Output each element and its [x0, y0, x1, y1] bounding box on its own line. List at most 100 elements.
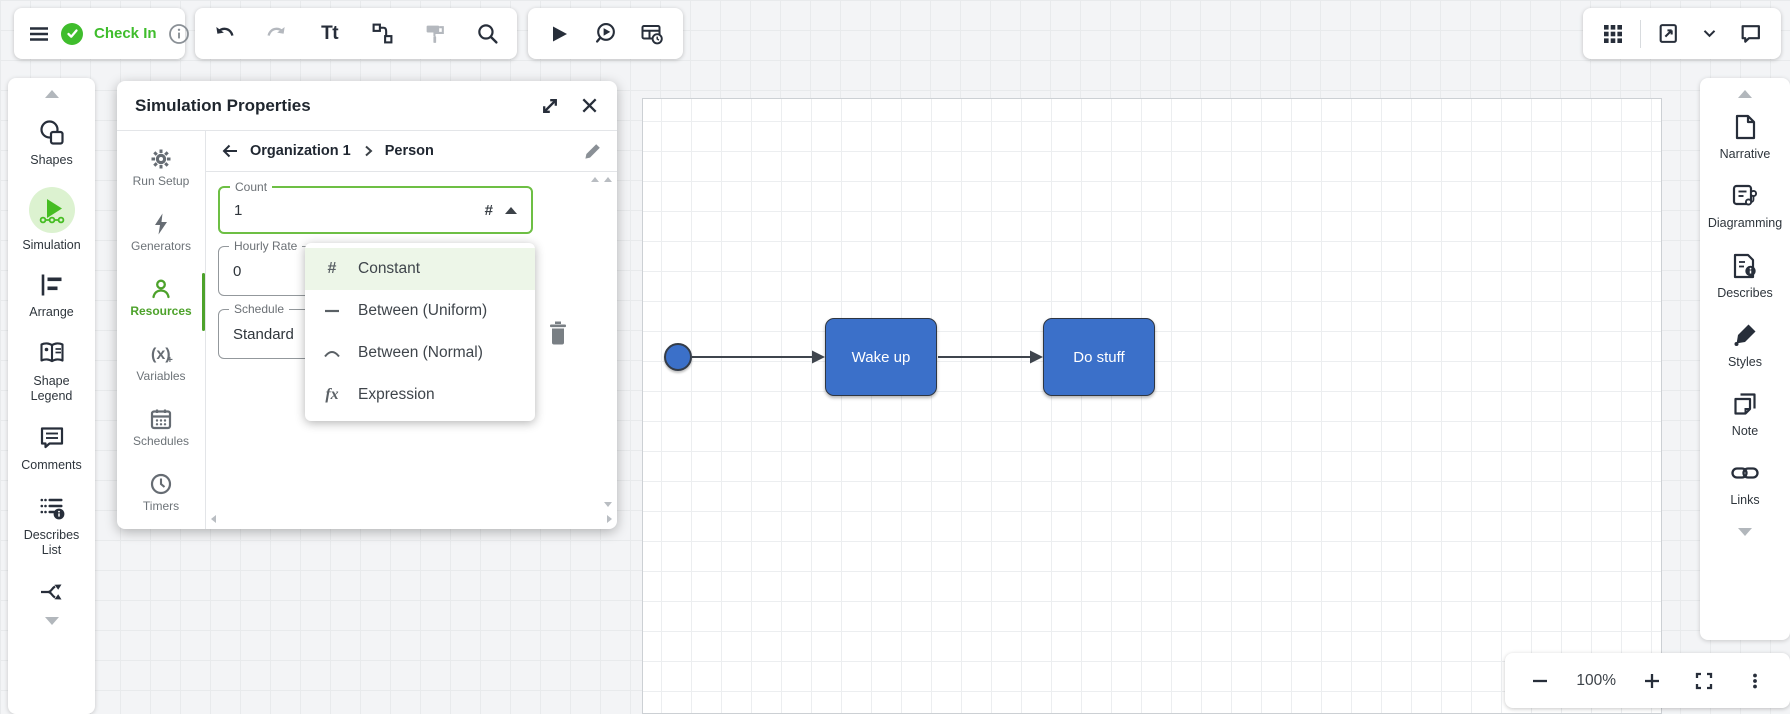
count-field-value[interactable]: 1	[234, 201, 243, 219]
sidebar-item-arrange[interactable]: Arrange	[8, 270, 95, 320]
dropdown-option-label: Constant	[358, 260, 421, 277]
nav-item-label: Timers	[142, 499, 180, 513]
scroll-down-icon[interactable]	[1738, 527, 1752, 536]
sidebar-item-note[interactable]: Note	[1700, 389, 1790, 439]
sidebar-item-narrative[interactable]: Narrative	[1700, 112, 1790, 162]
arrange-icon	[38, 270, 66, 300]
count-field-label: Count	[230, 180, 273, 194]
zoom-in-icon[interactable]	[1637, 666, 1667, 696]
dropdown-option-expression[interactable]: fx Expression	[305, 374, 535, 416]
dropdown-option-between-normal[interactable]: Between (Normal)	[305, 332, 535, 374]
schedule-field-value[interactable]: Standard	[233, 325, 294, 343]
scroll-up-icon[interactable]	[1738, 90, 1752, 98]
edit-pencil-icon[interactable]	[583, 141, 603, 161]
schedule-field-label: Schedule	[229, 302, 290, 316]
dropdown-option-between-uniform[interactable]: Between (Uniform)	[305, 290, 535, 332]
describes-list-icon	[38, 493, 66, 523]
narrative-icon	[1731, 112, 1759, 142]
breadcrumb: Organization 1 Person	[206, 131, 617, 172]
nav-item-generators[interactable]: Generators	[131, 212, 191, 253]
preview-simulation-icon[interactable]	[591, 19, 621, 49]
person-icon	[149, 277, 173, 301]
lightning-icon	[150, 212, 172, 236]
process-node[interactable]: Do stuff	[1043, 318, 1155, 396]
nav-item-variables[interactable]: (x)+ Variables	[136, 342, 185, 383]
hourly-rate-field-value[interactable]: 0	[233, 262, 242, 280]
breadcrumb-parent[interactable]: Organization 1	[250, 143, 351, 159]
sidebar-item-comments[interactable]: Comments	[8, 423, 95, 473]
hourly-rate-field-label: Hourly Rate	[229, 239, 303, 253]
info-icon[interactable]	[168, 19, 190, 49]
edit-tools-card: Tt	[195, 8, 517, 59]
expand-dialog-icon[interactable]	[540, 96, 560, 116]
fx-icon: fx	[325, 386, 339, 403]
sidebar-item-shapes[interactable]: Shapes	[8, 118, 95, 168]
sidebar-item-branch[interactable]	[8, 577, 95, 607]
nav-item-resources[interactable]: Resources	[130, 277, 192, 318]
redo-icon[interactable]	[262, 19, 292, 49]
sidebar-item-label: Note	[1731, 424, 1759, 438]
scroll-up-icon[interactable]	[44, 90, 59, 98]
scroll-down-icon[interactable]	[604, 502, 612, 507]
chat-icon[interactable]	[1737, 19, 1765, 49]
main-menu-card: Check In	[14, 8, 189, 59]
zoom-level[interactable]: 100%	[1576, 671, 1616, 689]
sidebar-item-links[interactable]: Links	[1700, 458, 1790, 508]
toolbar-divider	[1640, 19, 1642, 48]
run-simulation-icon[interactable]	[544, 19, 574, 49]
fit-to-screen-icon[interactable]	[1689, 666, 1719, 696]
text-tool-icon[interactable]: Tt	[321, 22, 339, 44]
variables-icon: (x)+	[148, 342, 174, 366]
back-arrow-icon[interactable]	[220, 141, 240, 161]
sidebar-item-shape-legend[interactable]: Shape Legend	[8, 339, 95, 405]
scroll-up-icon[interactable]	[604, 177, 612, 182]
dropdown-option-label: Between (Normal)	[358, 344, 483, 361]
app-grid-icon[interactable]	[1599, 19, 1627, 49]
sidebar-item-label: Shape Legend	[30, 373, 73, 403]
chevron-down-icon[interactable]	[1695, 19, 1723, 49]
dropdown-option-constant[interactable]: # Constant	[305, 248, 535, 290]
close-dialog-icon[interactable]	[580, 96, 599, 115]
scroll-down-icon[interactable]	[44, 617, 59, 625]
sidebar-item-styles[interactable]: Styles	[1700, 320, 1790, 370]
nav-item-run-setup[interactable]: Run Setup	[133, 147, 189, 188]
sidebar-item-label: Diagramming	[1707, 216, 1783, 231]
nav-item-timers[interactable]: Timers	[143, 472, 179, 513]
sidebar-item-describes-list[interactable]: Describes List	[8, 493, 95, 559]
connector-tool-icon[interactable]	[367, 19, 397, 49]
scroll-right-icon[interactable]	[607, 515, 612, 523]
format-painter-icon[interactable]	[420, 19, 450, 49]
count-field[interactable]: Count 1 #	[218, 180, 533, 234]
sidebar-item-simulation[interactable]: Simulation	[8, 187, 95, 253]
dialog-title: Simulation Properties	[135, 95, 311, 115]
search-icon[interactable]	[473, 19, 503, 49]
left-sidebar: Shapes Simulation Arrange Shape Legend C	[8, 78, 95, 714]
scroll-up-icon[interactable]	[591, 177, 599, 182]
scroll-left-icon[interactable]	[211, 515, 216, 523]
process-node[interactable]: Wake up	[825, 318, 937, 396]
normal-curve-icon	[321, 344, 343, 362]
canvas-page[interactable]	[642, 98, 1662, 714]
nav-item-schedules[interactable]: Schedules	[133, 407, 189, 448]
node-label: Wake up	[851, 348, 911, 366]
delete-resource-icon[interactable]	[546, 320, 570, 346]
sidebar-item-describes[interactable]: Describes	[1700, 251, 1790, 301]
svg-text:(x): (x)	[151, 346, 171, 363]
hamburger-menu-icon[interactable]	[28, 19, 50, 49]
note-icon	[1731, 389, 1759, 419]
shape-legend-icon	[37, 339, 67, 369]
dropdown-caret-icon[interactable]	[505, 206, 517, 214]
sidebar-item-diagramming[interactable]: Diagramming	[1700, 181, 1790, 231]
more-options-icon[interactable]	[1740, 666, 1770, 696]
share-document-icon[interactable]	[1654, 19, 1682, 49]
clock-icon	[149, 472, 173, 496]
links-icon	[1730, 458, 1760, 488]
check-in-button[interactable]: Check In	[94, 25, 157, 42]
check-in-status-icon	[61, 22, 83, 45]
undo-icon[interactable]	[209, 19, 239, 49]
breadcrumb-current[interactable]: Person	[384, 143, 434, 159]
zoom-out-icon[interactable]	[1525, 666, 1555, 696]
simulation-output-icon[interactable]	[637, 19, 667, 49]
start-node[interactable]	[664, 343, 692, 371]
